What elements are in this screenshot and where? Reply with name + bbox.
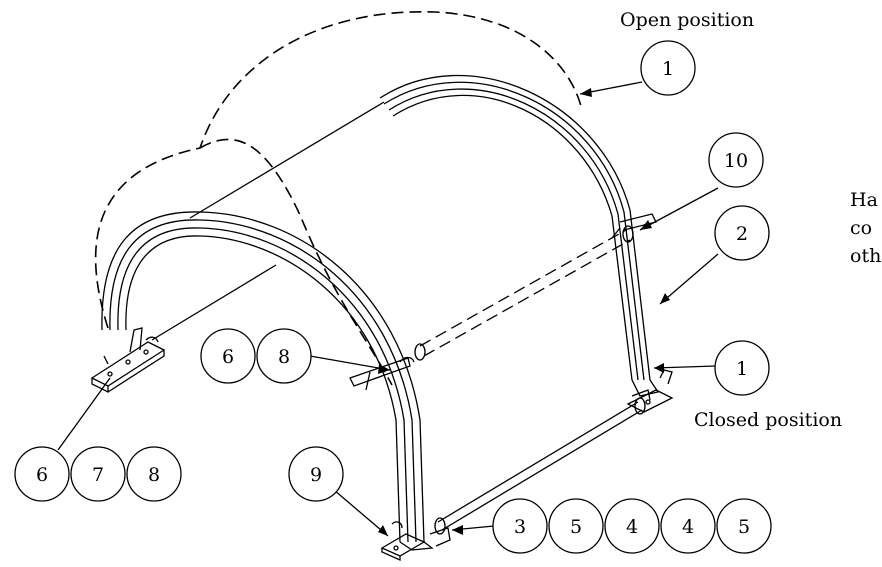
back-hoop (379, 74, 660, 397)
note-line-2: co (850, 217, 872, 239)
back-bottom-plate (626, 369, 674, 413)
leader-lines (57, 81, 719, 537)
front-bottom-plate (380, 521, 426, 562)
callout-circles (14, 40, 772, 554)
callout-9: 9 (310, 464, 322, 486)
callout-5b: 5 (738, 516, 750, 538)
callout-10: 10 (724, 150, 748, 172)
callout-4a: 4 (626, 516, 638, 538)
left-base-plate (90, 327, 166, 394)
callout-bottom-8: 8 (148, 464, 160, 486)
callout-3: 3 (514, 516, 526, 538)
open-position-outline (94, 11, 583, 386)
callout-open-1: 1 (662, 58, 674, 80)
cover-edges (151, 101, 385, 341)
note-line-1: Ha (850, 189, 878, 211)
upper-rod (349, 213, 657, 391)
callout-bottom-7: 7 (92, 464, 104, 486)
callout-left-8: 8 (278, 346, 290, 368)
callout-closed-1: 1 (736, 358, 748, 380)
callout-5a: 5 (570, 516, 582, 538)
open-position-caption: Open position (620, 9, 754, 31)
front-hoop (101, 211, 434, 551)
note-line-3: oth (850, 245, 881, 267)
callout-4b: 4 (682, 516, 694, 538)
callout-bottom-6: 6 (36, 464, 48, 486)
lower-rod (429, 389, 651, 547)
callout-labels: 1 10 2 1 6 8 6 7 8 9 3 5 4 4 5 (36, 58, 750, 538)
callout-left-6: 6 (222, 346, 234, 368)
callout-2: 2 (736, 223, 748, 245)
closed-position-caption: Closed position (694, 409, 842, 431)
leader-arrowheads (378, 88, 670, 536)
